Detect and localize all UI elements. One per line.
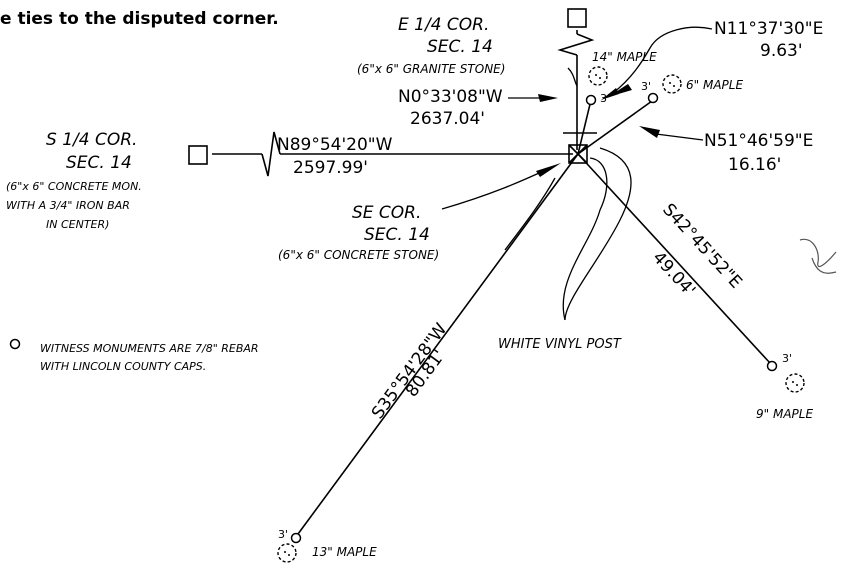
- maple-9-offset: 3': [782, 352, 792, 365]
- se-corner-leader: [441, 167, 551, 210]
- legend-line-1: WITNESS MONUMENTS ARE 7/8" REBAR: [40, 342, 259, 355]
- witness-monument-s42: [766, 360, 778, 372]
- tie-line-s42: [577, 153, 771, 364]
- tie-s42-distance: 49.04': [648, 248, 699, 301]
- s-quarter-label-4: WITH A 3/4" IRON BAR: [6, 199, 130, 212]
- s-quarter-corner-monument: [188, 145, 208, 165]
- tie-n11-bearing: N11°37'30"E: [714, 19, 823, 39]
- tie-line-s35: [297, 153, 579, 535]
- north-distance: 2637.04': [410, 109, 485, 129]
- se-label-3: (6"x 6" CONCRETE STONE): [278, 248, 439, 262]
- header-text: e ties to the disputed corner.: [0, 9, 279, 29]
- s-quarter-label-2: SEC. 14: [66, 153, 132, 173]
- maple-9-label: 9" MAPLE: [756, 407, 813, 421]
- post-label: WHITE VINYL POST: [498, 337, 622, 352]
- north-line: [557, 30, 595, 150]
- witness-monument-n11: [585, 94, 597, 106]
- north-bearing: N0°33'08"W: [398, 87, 503, 107]
- s-quarter-label-3: (6"x 6" CONCRETE MON.: [6, 180, 142, 193]
- tie-line-n51: [577, 100, 653, 155]
- s-quarter-label-5: IN CENTER): [46, 218, 109, 231]
- n51-leader: [655, 133, 704, 141]
- se-label-2: SEC. 14: [364, 225, 430, 245]
- post-leader: [562, 157, 608, 321]
- maple-14-offset: 3': [600, 92, 610, 105]
- west-line: [212, 131, 573, 177]
- tie-line-n11: [577, 99, 592, 155]
- e-quarter-leader: [567, 67, 578, 87]
- maple-9-tree-icon: [785, 373, 805, 393]
- maple-6-offset: 3': [641, 80, 651, 93]
- maple-6-tree-icon: [662, 74, 682, 94]
- e-quarter-label-3: (6"x 6" GRANITE STONE): [357, 62, 505, 76]
- maple-14-tree-icon: [588, 66, 608, 86]
- maple-13-offset: 3': [278, 528, 288, 541]
- west-distance: 2597.99': [293, 158, 368, 178]
- tie-n51-distance: 16.16': [728, 155, 781, 175]
- signature-mark: [799, 238, 837, 274]
- west-bearing: N89°54'20"W: [277, 135, 393, 155]
- tie-n51-bearing: N51°46'59"E: [704, 131, 813, 151]
- s-quarter-label-1: S 1/4 COR.: [46, 130, 137, 150]
- maple-13-label: 13" MAPLE: [312, 545, 377, 559]
- tie-n11-distance: 9.63': [760, 41, 803, 61]
- e-quarter-label-2: SEC. 14: [427, 37, 493, 57]
- n11-leader: [612, 26, 713, 94]
- legend-line-2: WITH LINCOLN COUNTY CAPS.: [40, 360, 206, 373]
- se-label-1: SE COR.: [352, 203, 421, 223]
- maple-14-label: 14" MAPLE: [592, 50, 657, 64]
- legend-witness-symbol-icon: [9, 338, 21, 350]
- e-quarter-label-1: E 1/4 COR.: [398, 15, 489, 35]
- witness-monument-s35: [290, 532, 302, 544]
- se-stone-leader: [504, 177, 556, 251]
- maple-13-tree-icon: [277, 543, 297, 563]
- maple-6-label: 6" MAPLE: [686, 78, 743, 92]
- witness-monument-n51: [647, 92, 659, 104]
- e-quarter-corner-monument: [567, 8, 587, 28]
